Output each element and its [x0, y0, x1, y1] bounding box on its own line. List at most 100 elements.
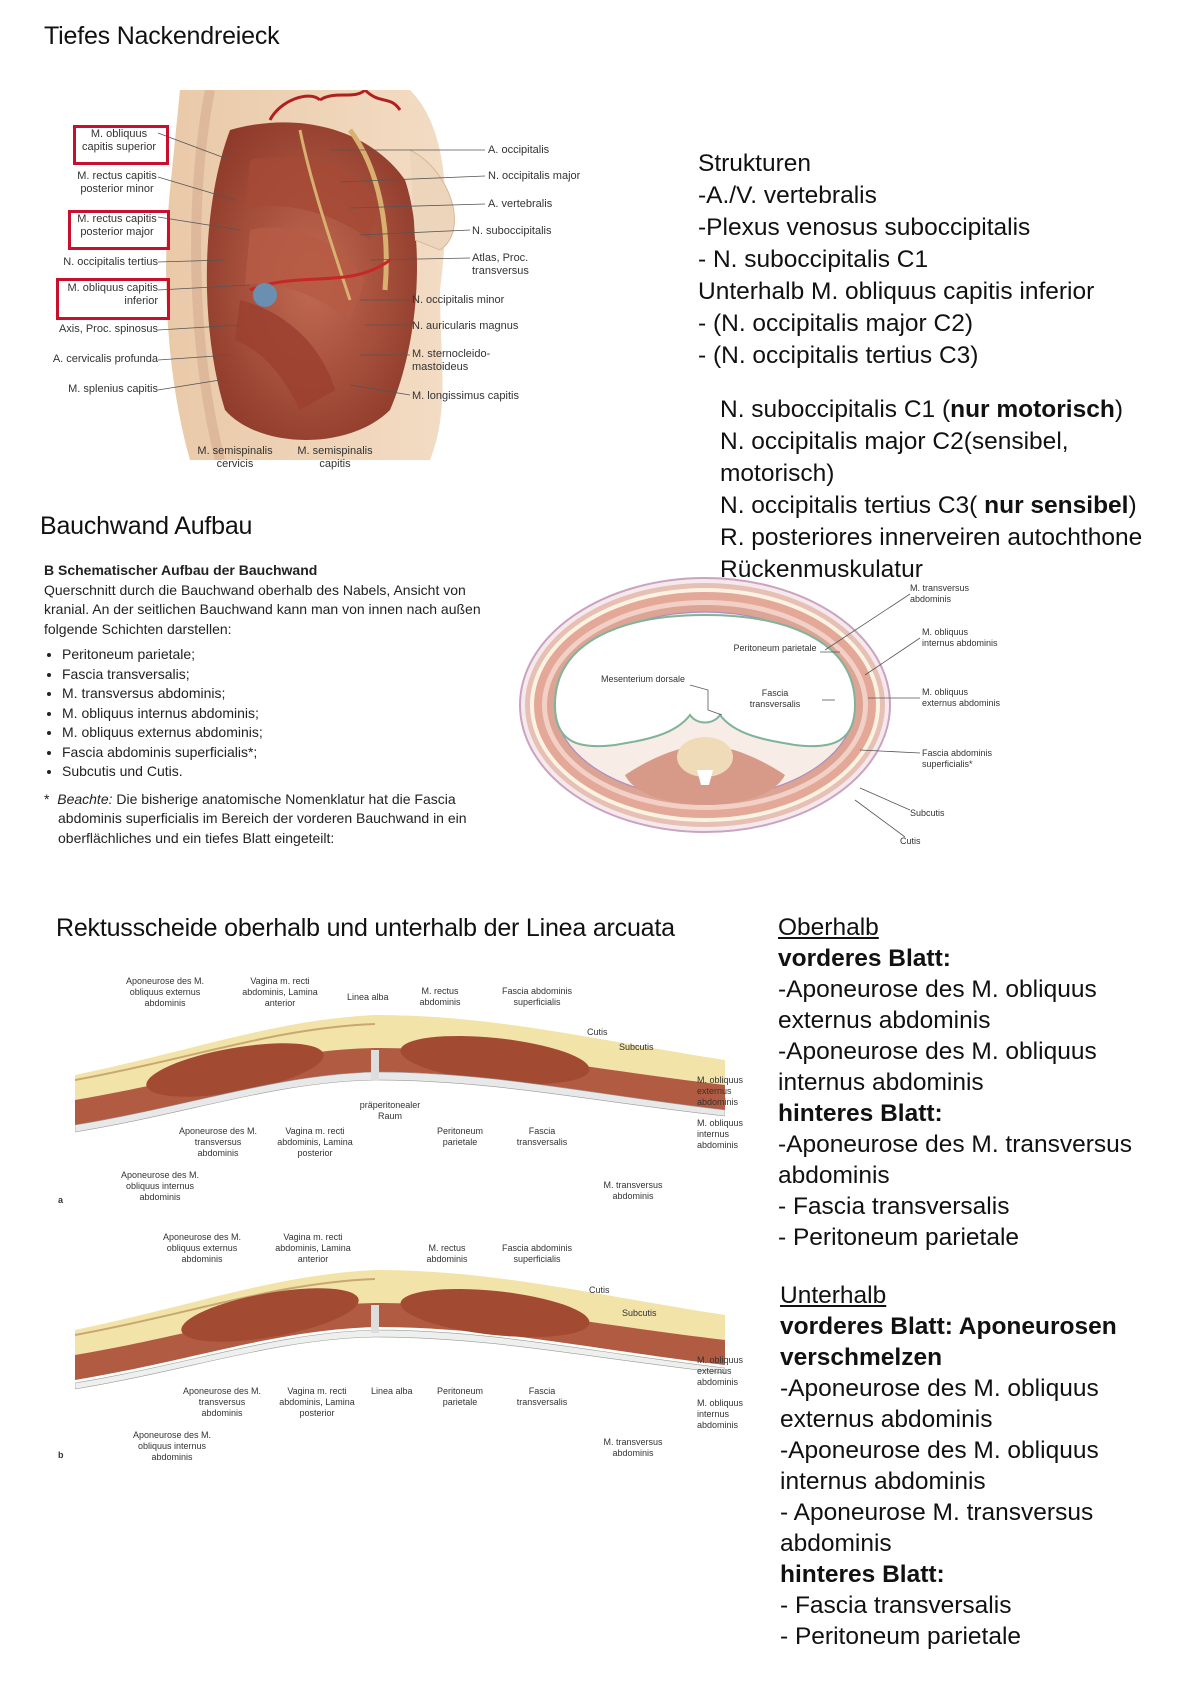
section-title-bauchwand: Bauchwand Aufbau	[40, 512, 252, 541]
label-semispinalis-capitis: M. semispinalis capitis	[290, 445, 380, 471]
structures-notes: Strukturen -A./V. vertebralis -Plexus ve…	[698, 148, 1094, 372]
note-line: internus abdominis	[778, 1067, 1132, 1098]
label-a-obliquus-internus: M. obliquus internus abdominis	[697, 1118, 752, 1151]
note-line: Strukturen	[698, 148, 1094, 180]
label-b-fascia-transversalis: Fascia transversalis	[510, 1386, 574, 1408]
list-item: Fascia transversalis;	[62, 665, 506, 685]
label-cutis: Cutis	[900, 836, 921, 847]
label-a-aponeurose-externus: Aponeurose des M. obliquus externus abdo…	[110, 976, 220, 1009]
label-occipitalis-tertius: N. occipitalis tertius	[20, 256, 158, 269]
label-sternocleidomastoideus: M. sternocleido-mastoideus	[412, 348, 512, 374]
label-semispinalis-cervicis: M. semispinalis cervicis	[190, 445, 280, 471]
label-axis-proc-spinosus: Axis, Proc. spinosus	[10, 323, 158, 336]
label-splenius-capitis: M. splenius capitis	[10, 383, 158, 396]
note-line: abdominis	[780, 1528, 1117, 1559]
label-b-obliquus-internus: M. obliquus internus abdominis	[697, 1398, 752, 1431]
label-a-cutis: Cutis	[587, 1027, 608, 1038]
nerve-line-rami: R. posteriores innerveiren autochthone	[720, 522, 1142, 554]
label-b-aponeurose-transversus: Aponeurose des M. transversus abdominis	[182, 1386, 262, 1419]
label-mesenterium-dorsale: Mesenterium dorsale	[598, 674, 688, 685]
note-line: -Aponeurose des M. obliquus	[780, 1435, 1117, 1466]
label-n-suboccipitalis: N. suboccipitalis	[472, 225, 551, 238]
label-a-aponeurose-internus: Aponeurose des M. obliquus internus abdo…	[110, 1170, 210, 1203]
unterhalb-vorderes-blatt: vorderes Blatt: Aponeurosen	[780, 1311, 1117, 1342]
label-b-vagina-lamina-anterior: Vagina m. recti abdominis, Lamina anteri…	[268, 1232, 358, 1265]
label-rectus-capitis-posterior-minor: M. rectus capitis posterior minor	[68, 170, 166, 196]
list-item: M. obliquus externus abdominis;	[62, 723, 506, 743]
label-a-vertebralis: A. vertebralis	[488, 198, 552, 211]
label-a-linea-alba: Linea alba	[347, 992, 389, 1003]
label-b-obliquus-externus: M. obliquus externus abdominis	[697, 1355, 752, 1388]
label-a-occipitalis: A. occipitalis	[488, 144, 549, 157]
note-line: - (N. occipitalis major C2)	[698, 308, 1094, 340]
note-line: -A./V. vertebralis	[698, 180, 1094, 212]
note-line: -Aponeurose des M. obliquus	[778, 1036, 1132, 1067]
label-subcutis: Subcutis	[910, 808, 945, 819]
label-b-fascia-superficialis: Fascia abdominis superficialis	[492, 1243, 582, 1265]
list-item: M. obliquus internus abdominis;	[62, 704, 506, 724]
label-cervicalis-profunda: A. cervicalis profunda	[10, 353, 158, 366]
unterhalb-hinteres-blatt: hinteres Blatt:	[780, 1559, 1117, 1590]
note-line: Unterhalb M. obliquus capitis inferior	[698, 276, 1094, 308]
label-fascia-superficialis: Fascia abdominis superficialis*	[922, 748, 1002, 770]
label-atlas-proc-transversus: Atlas, Proc. transversus	[472, 252, 572, 278]
box-intro: Querschnitt durch die Bauchwand oberhalb…	[44, 581, 506, 640]
note-line: -Aponeurose des M. obliquus	[780, 1373, 1117, 1404]
label-obliquus-capitis-superior: M. obliquus capitis superior	[74, 128, 164, 154]
section-title-rektusscheide: Rektusscheide oberhalb und unterhalb der…	[56, 914, 675, 943]
nerve-line-c2-cont: motorisch)	[720, 458, 1142, 490]
note-line: -Aponeurose des M. obliquus	[778, 974, 1132, 1005]
label-a-fascia-transversalis: Fascia transversalis	[510, 1126, 574, 1148]
label-transversus-abdominis: M. transversus abdominis	[910, 583, 1000, 605]
label-b-cutis: Cutis	[589, 1285, 610, 1296]
label-b-transversus: M. transversus abdominis	[598, 1437, 668, 1459]
label-obliquus-internus: M. obliquus internus abdominis	[922, 627, 1002, 649]
label-b-subcutis: Subcutis	[622, 1308, 657, 1319]
abdominal-leader-lines	[650, 580, 1200, 840]
label-a-praeperitonealer-raum: präperitonealer Raum	[355, 1100, 425, 1122]
label-b-aponeurose-internus: Aponeurose des M. obliquus internus abdo…	[122, 1430, 222, 1463]
unterhalb-vorderes-blatt-cont: verschmelzen	[780, 1342, 1117, 1373]
list-item: Subcutis und Cutis.	[62, 762, 506, 782]
note-line: - Fascia transversalis	[778, 1191, 1132, 1222]
rectus-sheath-figure-b	[75, 1255, 725, 1405]
label-rectus-capitis-posterior-major: M. rectus capitis posterior major	[68, 213, 166, 239]
note-line: - Peritoneum parietale	[780, 1621, 1117, 1652]
note-line: -Aponeurose des M. transversus	[778, 1129, 1132, 1160]
note-line: - (N. occipitalis tertius C3)	[698, 340, 1094, 372]
note-line: externus abdominis	[780, 1404, 1117, 1435]
label-a-rectus-abdominis: M. rectus abdominis	[415, 986, 465, 1008]
label-a-obliquus-externus: M. obliquus externus abdominis	[697, 1075, 752, 1108]
label-n-auricularis-magnus: N. auricularis magnus	[412, 320, 518, 333]
figure-marker-b: b	[58, 1450, 64, 1461]
unterhalb-heading: Unterhalb	[780, 1280, 1117, 1311]
label-a-peritoneum: Peritoneum parietale	[430, 1126, 490, 1148]
label-b-linea-alba: Linea alba	[371, 1386, 413, 1397]
note-line: abdominis	[778, 1160, 1132, 1191]
label-a-vagina-lamina-posterior: Vagina m. recti abdominis, Lamina poster…	[270, 1126, 360, 1159]
label-b-vagina-lamina-posterior: Vagina m. recti abdominis, Lamina poster…	[272, 1386, 362, 1419]
oberhalb-vorderes-blatt: vorderes Blatt:	[778, 943, 1132, 974]
nerve-innervation-notes: N. suboccipitalis C1 (nur motorisch) N. …	[720, 394, 1142, 586]
section-title-nackendreieck: Tiefes Nackendreieck	[44, 22, 279, 51]
footnote: * Beachte: Die bisherige anatomische Nom…	[44, 790, 506, 849]
layer-list: Peritoneum parietale; Fascia transversal…	[44, 645, 506, 782]
label-longissimus-capitis: M. longissimus capitis	[412, 390, 519, 403]
nerve-line-c1: N. suboccipitalis C1 (nur motorisch)	[720, 394, 1142, 426]
label-a-subcutis: Subcutis	[619, 1042, 654, 1053]
label-obliquus-externus: M. obliquus externus abdominis	[922, 687, 1002, 709]
label-fascia-transversalis: Fascia transversalis	[740, 688, 810, 710]
label-peritoneum-parietale: Peritoneum parietale	[730, 643, 820, 654]
box-heading: B Schematischer Aufbau der Bauchwand	[44, 561, 506, 581]
label-a-vagina-lamina-anterior: Vagina m. recti abdominis, Lamina anteri…	[235, 976, 325, 1009]
unterhalb-notes: Unterhalb vorderes Blatt: Aponeurosen ve…	[780, 1280, 1117, 1652]
note-line: - Peritoneum parietale	[778, 1222, 1132, 1253]
nerve-line-c2: N. occipitalis major C2(sensibel,	[720, 426, 1142, 458]
note-line: - N. suboccipitalis C1	[698, 244, 1094, 276]
bauchwand-textbox: B Schematischer Aufbau der Bauchwand Que…	[44, 561, 506, 848]
rectus-sheath-figure-a	[75, 1000, 725, 1150]
list-item: Fascia abdominis superficialis*;	[62, 743, 506, 763]
nerve-line-c3: N. occipitalis tertius C3( nur sensibel)	[720, 490, 1142, 522]
label-b-peritoneum: Peritoneum parietale	[430, 1386, 490, 1408]
note-line: internus abdominis	[780, 1466, 1117, 1497]
